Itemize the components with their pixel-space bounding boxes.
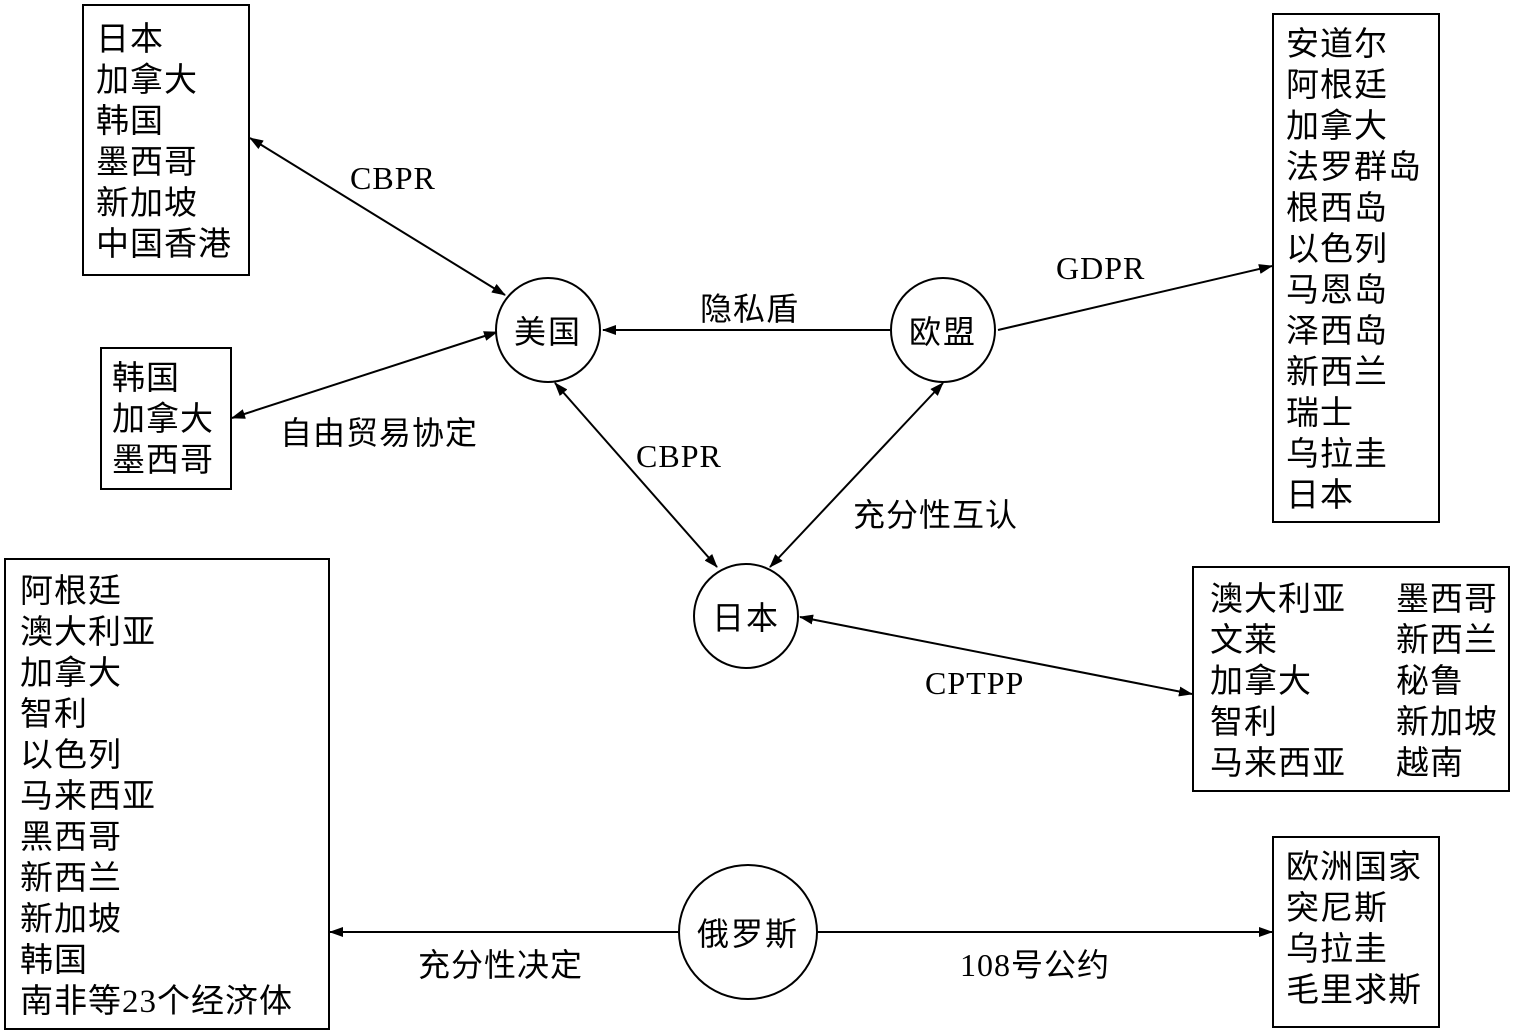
node-label: 日本 xyxy=(711,600,780,636)
box-item: 智利 xyxy=(20,697,88,733)
box-item: 乌拉圭 xyxy=(1286,932,1388,968)
node-russia: 俄罗斯 xyxy=(678,864,818,1000)
node-japan: 日本 xyxy=(693,563,799,669)
box-item: 安道尔 xyxy=(1286,27,1388,63)
box-item: 以色列 xyxy=(1286,232,1388,268)
box-item: 马来西亚 xyxy=(1210,746,1346,782)
box-item: 新西兰 xyxy=(20,861,122,897)
convention-members-box: 欧洲国家 突尼斯 乌拉圭 毛里求斯 xyxy=(1272,836,1440,1028)
box-item: 文莱 xyxy=(1210,623,1278,659)
node-usa: 美国 xyxy=(495,277,601,383)
cbpr-members-box: 日本 加拿大 韩国 墨西哥 新加坡 中国香港 xyxy=(82,4,250,276)
box-item: 新加坡 xyxy=(20,902,122,938)
box-item: 新加坡 xyxy=(1396,705,1498,741)
edge-label-cbpr-usa-japan: CBPR xyxy=(636,438,722,474)
box-item: 中国香港 xyxy=(96,227,232,263)
box-item: 加拿大 xyxy=(96,63,198,99)
edge-eu-japan xyxy=(769,382,944,568)
edge-label-fta: 自由贸易协定 xyxy=(280,415,479,451)
edge-label-adequacy-mutual: 充分性互认 xyxy=(853,497,1019,533)
box-item: 日本 xyxy=(1286,478,1354,514)
edge-cbpr-box-usa xyxy=(249,137,506,296)
node-label: 美国 xyxy=(513,314,582,350)
node-label: 俄罗斯 xyxy=(696,916,799,952)
box-item: 智利 xyxy=(1210,705,1278,741)
edge-label-cbpr-top: CBPR xyxy=(350,160,436,196)
fta-members-box: 韩国 加拿大 墨西哥 xyxy=(100,347,232,490)
edge-label-adequacy-decision: 充分性决定 xyxy=(418,947,584,983)
cptpp-left-column: 澳大利亚 文莱 加拿大 智利 马来西亚 xyxy=(1210,580,1396,790)
box-item: 加拿大 xyxy=(1210,664,1312,700)
box-item: 秘鲁 xyxy=(1396,664,1464,700)
box-item: 法罗群岛 xyxy=(1286,150,1422,186)
box-item: 乌拉圭 xyxy=(1286,437,1388,473)
box-item: 韩国 xyxy=(112,361,180,397)
gdpr-members-box: 安道尔 阿根廷 加拿大 法罗群岛 根西岛 以色列 马恩岛 泽西岛 新西兰 瑞士 … xyxy=(1272,13,1440,523)
box-item: 马来西亚 xyxy=(20,779,156,815)
edge-fta-box-usa xyxy=(231,331,498,419)
edge-label-cptpp: CPTPP xyxy=(925,665,1025,701)
cptpp-right-column: 墨西哥 新西兰 秘鲁 新加坡 越南 xyxy=(1396,580,1498,790)
edge-label-convention-108: 108号公约 xyxy=(960,947,1111,983)
edge-usa-japan xyxy=(554,382,718,568)
box-item: 日本 xyxy=(96,22,164,58)
box-item: 澳大利亚 xyxy=(20,615,156,651)
box-item: 加拿大 xyxy=(20,656,122,692)
box-item: 韩国 xyxy=(20,943,88,979)
box-item: 马恩岛 xyxy=(1286,273,1388,309)
box-item: 突尼斯 xyxy=(1286,891,1388,927)
box-item: 黑西哥 xyxy=(20,820,122,856)
box-item: 欧洲国家 xyxy=(1286,850,1422,886)
box-item: 韩国 xyxy=(96,104,164,140)
box-item: 新西兰 xyxy=(1286,355,1388,391)
box-item: 澳大利亚 xyxy=(1210,582,1346,618)
box-item: 以色列 xyxy=(20,738,122,774)
box-item: 墨西哥 xyxy=(96,145,198,181)
box-item: 加拿大 xyxy=(1286,109,1388,145)
box-item: 新西兰 xyxy=(1396,623,1498,659)
edge-label-gdpr: GDPR xyxy=(1056,250,1146,286)
box-item: 南非等23个经济体 xyxy=(20,984,293,1020)
box-item: 墨西哥 xyxy=(112,443,214,479)
node-label: 欧盟 xyxy=(908,314,977,350)
box-item: 加拿大 xyxy=(112,402,214,438)
box-item: 泽西岛 xyxy=(1286,314,1388,350)
box-item: 毛里求斯 xyxy=(1286,973,1422,1009)
box-item: 瑞士 xyxy=(1286,396,1354,432)
node-eu: 欧盟 xyxy=(890,277,996,383)
box-item: 墨西哥 xyxy=(1396,582,1498,618)
cptpp-members-box: 澳大利亚 文莱 加拿大 智利 马来西亚 墨西哥 新西兰 秘鲁 新加坡 越南 xyxy=(1192,566,1510,792)
russia-adequacy-box: 阿根廷 澳大利亚 加拿大 智利 以色列 马来西亚 黑西哥 新西兰 新加坡 韩国 … xyxy=(4,558,330,1030)
edge-label-privacy-shield: 隐私盾 xyxy=(700,291,800,327)
box-item: 阿根廷 xyxy=(1286,68,1388,104)
box-item: 新加坡 xyxy=(96,186,198,222)
box-item: 根西岛 xyxy=(1286,191,1388,227)
edge-gdpr xyxy=(997,264,1273,331)
box-item: 越南 xyxy=(1396,746,1464,782)
edge-cptpp xyxy=(799,614,1193,697)
box-item: 阿根廷 xyxy=(20,574,122,610)
